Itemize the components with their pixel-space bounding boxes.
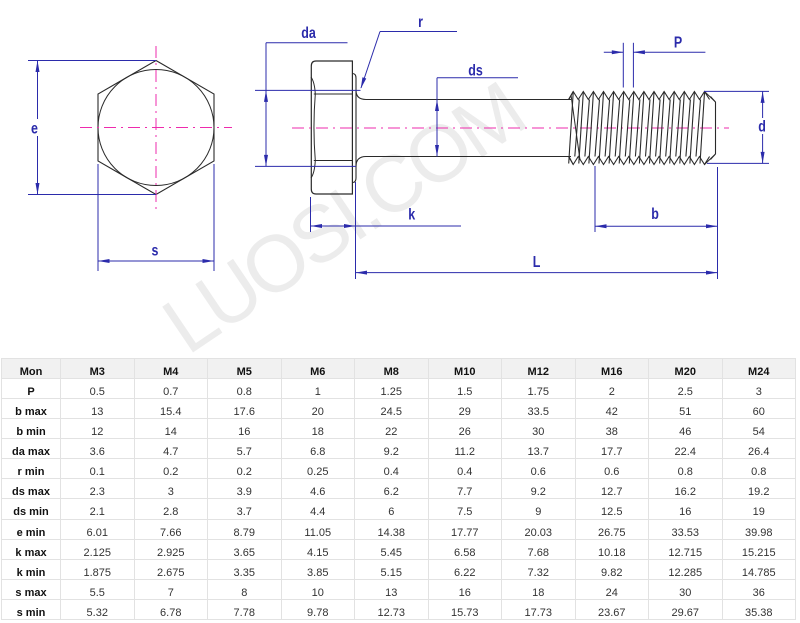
svg-text:L: L <box>533 254 541 272</box>
svg-text:d: d <box>758 118 766 136</box>
svg-text:e: e <box>31 120 38 138</box>
svg-text:r: r <box>418 14 423 32</box>
svg-text:s: s <box>152 242 159 260</box>
svg-text:ds: ds <box>468 62 483 80</box>
svg-text:da: da <box>301 24 316 42</box>
svg-text:b: b <box>651 206 659 224</box>
svg-text:k: k <box>408 206 415 224</box>
svg-text:P: P <box>674 34 683 52</box>
svg-text:LUOSI.COM: LUOSI.COM <box>147 66 538 358</box>
